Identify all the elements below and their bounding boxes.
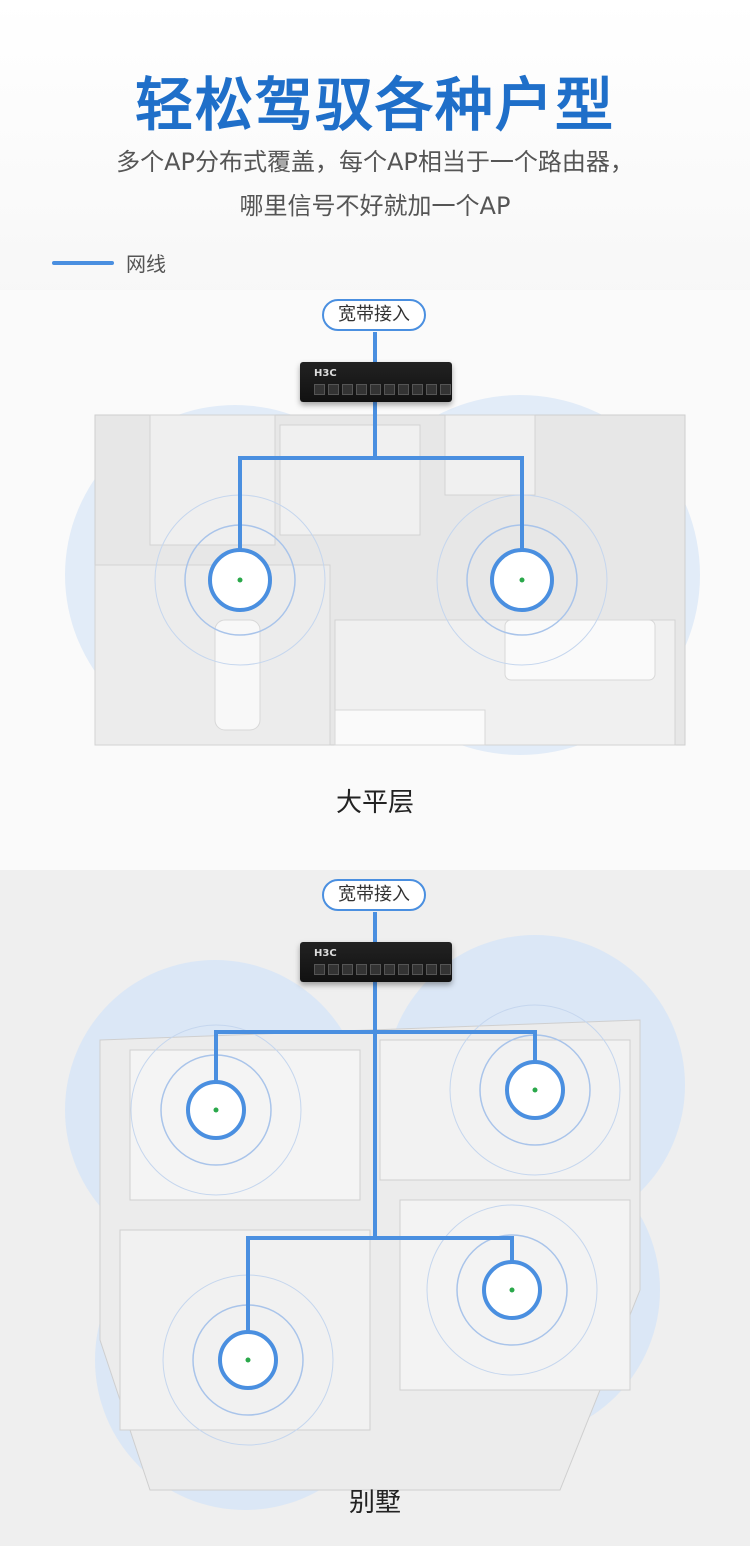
villa-section: 宽带接入 H3C 别墅 <box>0 870 750 1546</box>
legend: 网线 <box>52 248 166 277</box>
sofa <box>504 619 656 681</box>
ap-led <box>509 1287 515 1293</box>
subtitle-line-2: 哪里信号不好就加一个AP <box>239 192 511 220</box>
broadband-input-badge: 宽带接入 <box>322 879 426 911</box>
switch-icon: H3C <box>300 362 452 402</box>
ap-led <box>213 1107 219 1113</box>
broadband-input-badge: 宽带接入 <box>322 299 426 331</box>
signal-ring <box>130 1024 302 1196</box>
ap-led <box>237 577 243 583</box>
villa-caption: 别墅 <box>348 1488 401 1518</box>
switch-brand: H3C <box>314 368 337 379</box>
ap-led <box>519 577 525 583</box>
switch-ports <box>314 384 451 395</box>
ap-led <box>245 1357 251 1363</box>
flat-floor-caption: 大平层 <box>335 788 414 818</box>
bathtub <box>214 619 261 731</box>
room <box>444 414 536 496</box>
switch-brand: H3C <box>314 948 337 959</box>
signal-ring <box>426 1204 598 1376</box>
flat-floor-section: 宽带接入 H3C 大平层 <box>0 290 750 870</box>
room <box>279 424 421 536</box>
hero-banner <box>0 0 750 300</box>
cable-branches <box>238 456 524 552</box>
signal-ring <box>449 1004 621 1176</box>
cable-upper-floor <box>214 1030 537 1085</box>
ap-led <box>532 1087 538 1093</box>
floor-upper-right <box>379 1039 631 1181</box>
villa-diagram <box>65 912 685 1510</box>
floor-upper-left <box>129 1049 361 1201</box>
flat-floor-diagram <box>65 332 700 755</box>
switch-icon: H3C <box>300 942 452 982</box>
tv-cabinet <box>334 709 486 746</box>
room <box>149 414 276 546</box>
subtitle-line-1: 多个AP分布式覆盖，每个AP相当于一个路由器， <box>116 148 634 176</box>
signal-ring <box>456 1234 568 1346</box>
switch-ports <box>314 964 451 975</box>
legend-cable-swatch <box>52 260 114 265</box>
legend-label: 网线 <box>126 252 166 276</box>
page-title: 轻松驾驭各种户型 <box>134 71 615 139</box>
cable-lower-floor <box>246 1236 514 1335</box>
floor-lower-left <box>119 1229 371 1431</box>
